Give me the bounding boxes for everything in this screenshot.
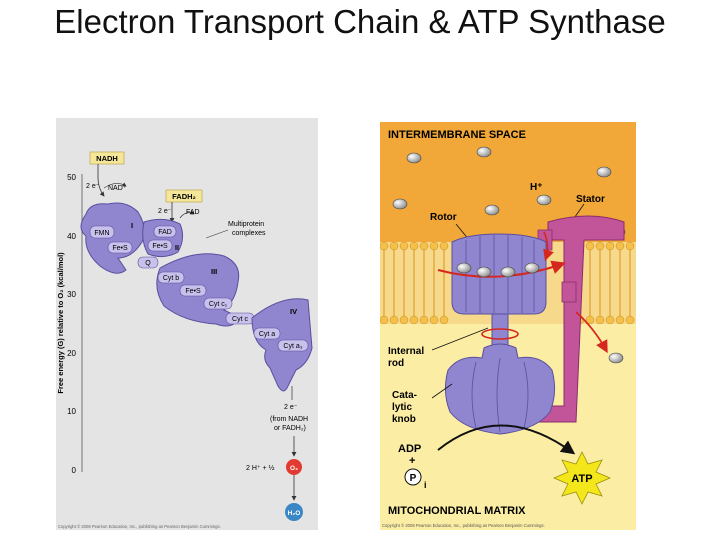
nadh-label: NADH xyxy=(96,154,118,163)
catalytic-knob-label-line-2: lytic xyxy=(392,402,412,413)
catalytic-knob-label-line-1: Cata- xyxy=(392,390,417,401)
nad-plus-label: NAD⁺ xyxy=(108,185,127,192)
internal-rod-label-line-2: rod xyxy=(388,358,404,369)
atp-label: ATP xyxy=(571,473,592,485)
complex-iv-label: IV xyxy=(290,307,297,316)
plus-label: + xyxy=(409,455,415,467)
ubiquinone-label: Q xyxy=(145,260,151,267)
electron-pair-3: 2 e⁻ xyxy=(284,404,298,411)
etc-copyright: Copyright © 2008 Pearson Education, Inc.… xyxy=(58,524,221,529)
rotor-label: Rotor xyxy=(430,212,457,223)
fes-1-label: Fe•S xyxy=(112,245,128,252)
cyt-c-label: Cyt c xyxy=(232,316,248,323)
y-tick-10: 10 xyxy=(67,407,76,416)
y-axis-label: Free energy (G) relative to O₂ (kcal/mol… xyxy=(56,252,65,394)
mitochondrial-matrix-label: MITOCHONDRIAL MATRIX xyxy=(388,505,526,517)
fadh2-label: FADH₂ xyxy=(172,192,196,201)
complex-iii-label: III xyxy=(211,267,217,276)
water-label: H₂O xyxy=(288,510,301,517)
synthase-copyright: Copyright © 2008 Pearson Education, Inc.… xyxy=(382,523,545,528)
stator-half-channel-bottom xyxy=(562,282,576,302)
fad-label: FAD xyxy=(186,209,200,216)
fad-inner-label: FAD xyxy=(158,229,172,236)
cyt-b-label: Cyt b xyxy=(163,275,179,282)
y-tick-0: 0 xyxy=(72,466,77,475)
multiprotein-label: Multiprotein xyxy=(228,221,264,228)
electron-transport-chain-figure: 50 40 30 20 10 0 Free energy (G) relativ… xyxy=(56,118,318,530)
oxygen-label: O₂ xyxy=(290,465,298,472)
reaction-label: 2 H⁺ + ½ xyxy=(246,464,275,472)
fes-3-label: Fe•S xyxy=(185,288,201,295)
y-tick-20: 20 xyxy=(67,349,76,358)
phosphate-label: P xyxy=(410,473,417,484)
proton-ion-matrix xyxy=(609,353,623,363)
y-tick-50: 50 xyxy=(67,173,76,182)
cyt-c1-label: Cyt c₁ xyxy=(209,301,228,308)
adp-label: ADP xyxy=(398,443,421,455)
h-plus-label: H⁺ xyxy=(530,182,543,193)
fes-2-label: Fe•S xyxy=(152,243,168,250)
from-nadh-line-1: (from NADH xyxy=(270,416,308,423)
y-tick-30: 30 xyxy=(67,290,76,299)
internal-rod-shape xyxy=(492,314,508,348)
phosphate-subscript: i xyxy=(424,480,427,490)
stator-label: Stator xyxy=(576,194,605,205)
atp-synthase-figure: INTERMEMBRANE SPACE H⁺ Stator Rotor xyxy=(380,122,636,530)
cyt-a3-label: Cyt a₃ xyxy=(283,343,302,350)
slide-title: Electron Transport Chain & ATP Synthase xyxy=(0,2,720,42)
complex-ii-label: II xyxy=(175,245,179,252)
y-tick-40: 40 xyxy=(67,232,76,241)
catalytic-knob-label-line-3: knob xyxy=(392,414,416,425)
complexes-label: complexes xyxy=(232,230,266,237)
electron-pair-2: 2 e⁻ xyxy=(158,208,172,215)
internal-rod-label-line-1: Internal xyxy=(388,346,424,357)
complex-i-label: I xyxy=(131,221,133,230)
electron-pair-1: 2 e⁻ xyxy=(86,183,100,190)
fmn-label: FMN xyxy=(94,230,109,237)
intermembrane-space-label: INTERMEMBRANE SPACE xyxy=(388,129,526,141)
cyt-a-label: Cyt a xyxy=(259,331,275,338)
from-nadh-line-2: or FADH₂) xyxy=(274,425,306,432)
